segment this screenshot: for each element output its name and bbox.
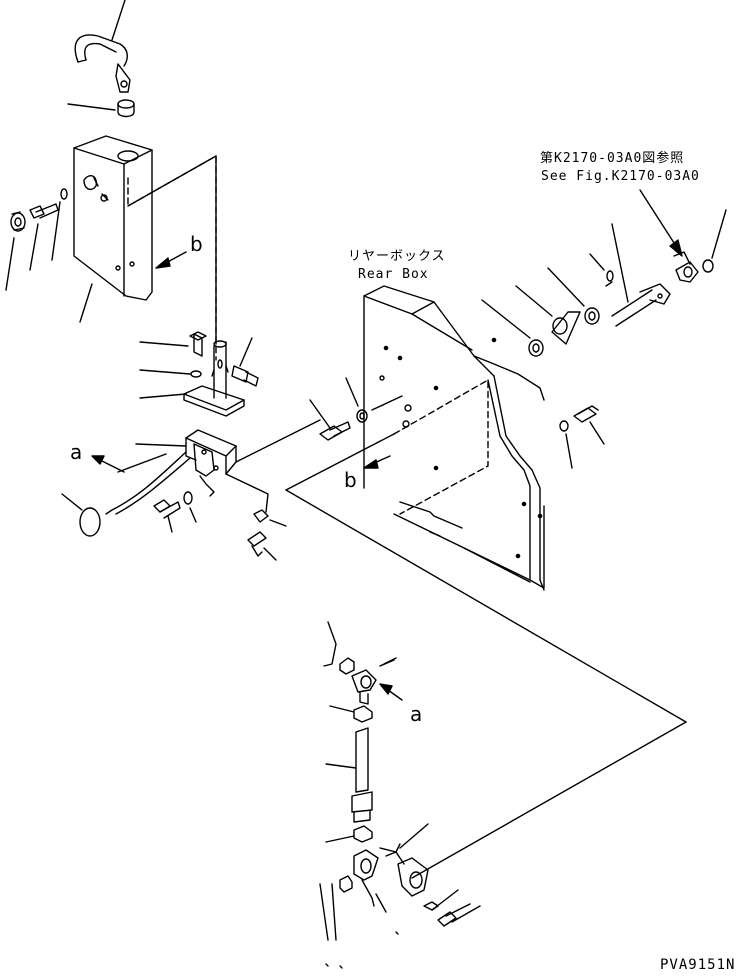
- marker-a-left: a: [70, 440, 83, 464]
- arrow-a-lower: [379, 683, 403, 701]
- rear-box: [363, 285, 545, 591]
- cover-mounting-hardware: [5, 188, 68, 291]
- lever-handle: [74, 0, 131, 93]
- rear-box-side-bolt: [559, 405, 605, 469]
- marker-b-upper: b: [190, 232, 203, 256]
- arrow-b-center: [363, 455, 391, 469]
- rear-box-label-en: Rear Box: [358, 267, 429, 282]
- connection-lines-center: [235, 379, 687, 879]
- grommet: [67, 99, 135, 118]
- rear-box-bolt: [309, 375, 412, 441]
- tick-marks: [325, 931, 399, 969]
- connection-lines-upper: [127, 155, 217, 361]
- lever-bracket: [139, 331, 259, 417]
- lever-assembly: [79, 429, 237, 537]
- lever-nut-bolt: [225, 473, 287, 561]
- lever-cover: [73, 135, 153, 323]
- linkage-rod-assembly: [319, 621, 481, 941]
- lever-bolt: [61, 491, 197, 533]
- rear-box-label-ja: リヤーボックス: [348, 249, 446, 264]
- shaft-assembly: [481, 209, 727, 357]
- reference-arrow: [639, 189, 683, 257]
- reference-note-en: See Fig.K2170-03A0: [541, 169, 700, 184]
- arrow-a-left: [91, 455, 125, 473]
- reference-note-ja: 第K2170-03A0図参照: [540, 151, 685, 166]
- marker-a-lower: a: [410, 702, 423, 726]
- arrow-b-upper: [155, 251, 187, 269]
- marker-b-center: b: [344, 468, 357, 492]
- figure-code: PVA9151N: [660, 957, 736, 973]
